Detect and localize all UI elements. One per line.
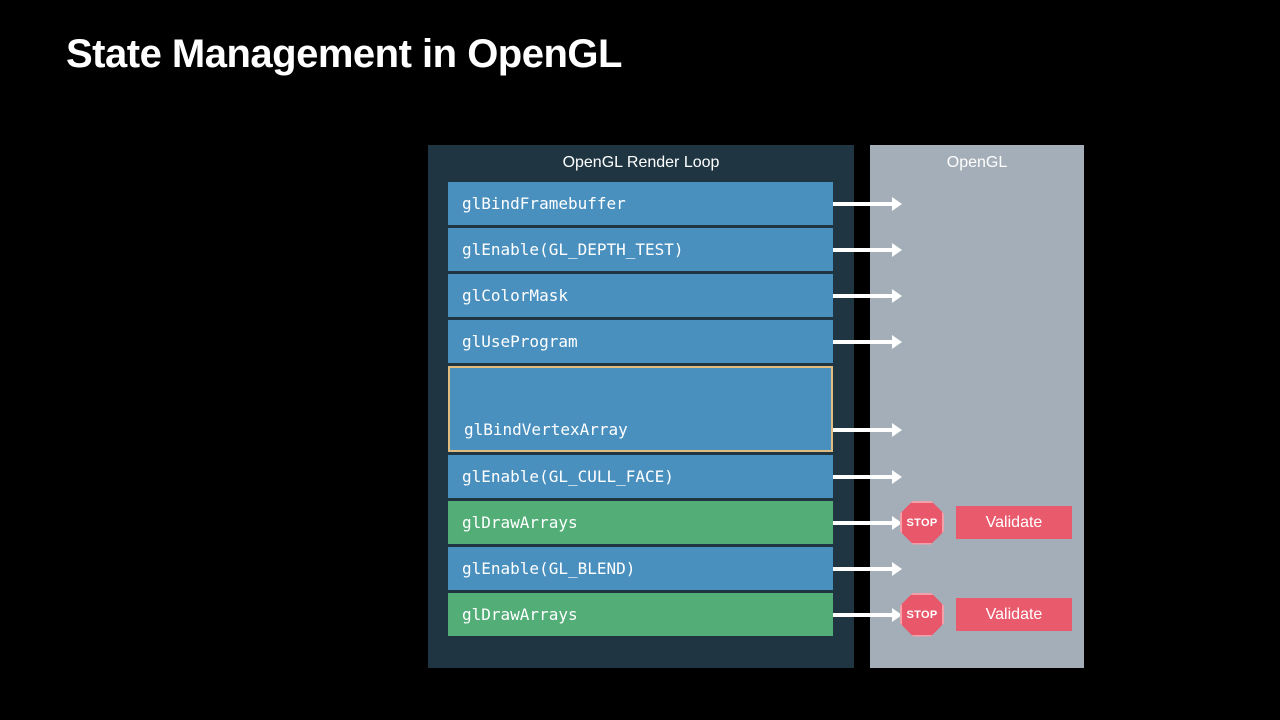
gl-call-label: glEnable(GL_CULL_FACE) [462, 467, 674, 486]
gl-call-box[interactable]: glDrawArrays [448, 593, 833, 636]
validate-marker: STOP Validate [900, 500, 1072, 545]
stop-sign-icon: STOP [900, 500, 944, 545]
validate-badge: Validate [956, 506, 1072, 539]
flow-arrow [833, 288, 902, 303]
gl-call-box[interactable]: glEnable(GL_CULL_FACE) [448, 455, 833, 498]
gl-call-label: glColorMask [462, 286, 568, 305]
gl-call-label: glEnable(GL_DEPTH_TEST) [462, 240, 684, 259]
render-loop-panel: OpenGL Render Loop glBindFramebuffer glEn… [428, 145, 854, 668]
gl-call-label: glDrawArrays [462, 605, 578, 624]
state-management-diagram: OpenGL Render Loop glBindFramebuffer glEn… [428, 145, 1084, 668]
gl-call-label: glBindVertexArray [464, 420, 628, 439]
gl-call-box[interactable]: glUseProgram [448, 320, 833, 363]
gl-call-label: glDrawArrays [462, 513, 578, 532]
opengl-panel-title: OpenGL [946, 154, 1008, 171]
validate-marker: STOP Validate [900, 592, 1072, 637]
gl-call-box-highlighted[interactable]: glBindVertexArray [448, 366, 833, 452]
flow-arrow [833, 469, 902, 484]
page-title: State Management in OpenGL [66, 32, 622, 76]
gl-call-label: glUseProgram [462, 332, 578, 351]
flow-arrow [833, 242, 902, 257]
gl-call-list: glBindFramebuffer glEnable(GL_DEPTH_TEST)… [448, 182, 833, 639]
flow-arrow [833, 423, 902, 437]
gl-call-label: glEnable(GL_BLEND) [462, 559, 636, 578]
gl-call-box[interactable]: glEnable(GL_BLEND) [448, 547, 833, 590]
render-loop-panel-title: OpenGL Render Loop [562, 154, 720, 171]
flow-arrow [833, 196, 902, 211]
gl-call-box[interactable]: glEnable(GL_DEPTH_TEST) [448, 228, 833, 271]
validate-badge: Validate [956, 598, 1072, 631]
gl-call-box[interactable]: glColorMask [448, 274, 833, 317]
flow-arrow [833, 515, 902, 530]
gl-call-label: glBindFramebuffer [462, 194, 626, 213]
flow-arrow [833, 607, 902, 622]
stop-sign-icon: STOP [900, 592, 944, 637]
opengl-panel: OpenGL [870, 145, 1084, 668]
gl-call-box[interactable]: glDrawArrays [448, 501, 833, 544]
gl-call-box[interactable]: glBindFramebuffer [448, 182, 833, 225]
flow-arrow [833, 561, 902, 576]
flow-arrow [833, 334, 902, 349]
